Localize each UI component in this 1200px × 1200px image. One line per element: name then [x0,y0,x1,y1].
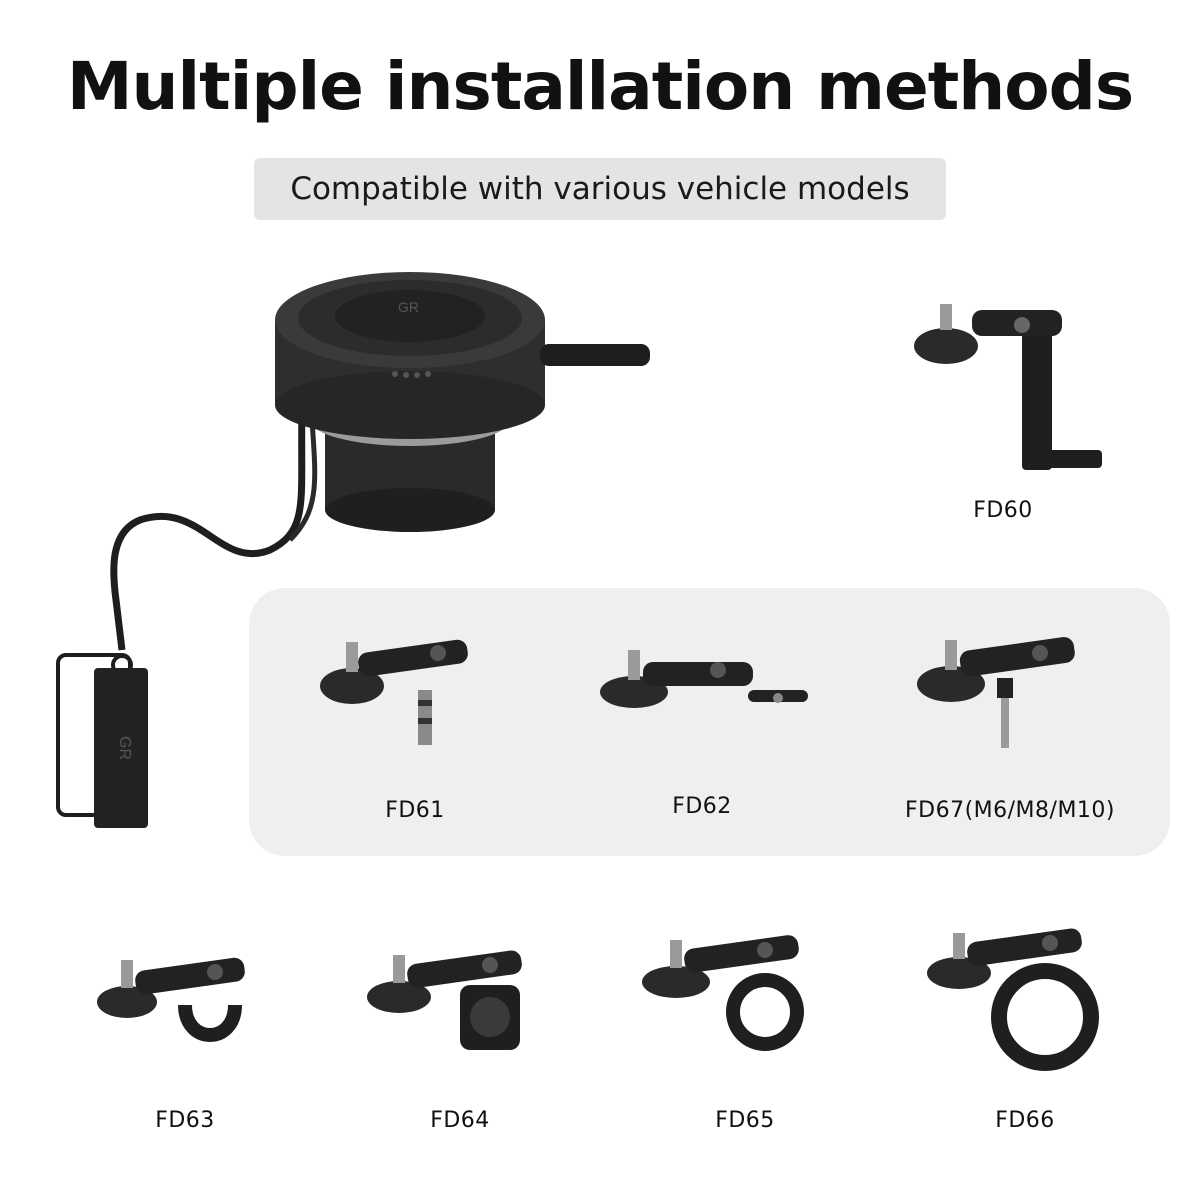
fd66-mount-image [927,928,1099,1071]
page-title: Multiple installation methods [66,48,1134,125]
fd61-mount-image [320,639,468,745]
model-label-fd64: FD64 [430,1108,490,1133]
model-label-fd67: FD67(M6/M8/M10) [904,798,1116,823]
fd67-mount-image [917,637,1075,748]
mount-options-panel [249,588,1170,856]
model-label-fd66: FD66 [995,1108,1055,1133]
svg-text:GR: GR [398,299,419,315]
model-label-fd62: FD62 [672,794,732,819]
subtitle-text: Compatible with various vehicle models [290,171,910,207]
model-label-fd65: FD65 [715,1108,775,1133]
model-label-fd60: FD60 [973,498,1033,523]
fd65-mount-image [642,935,804,1051]
fd60-mount-image [914,304,1102,470]
model-label-fd63: FD63 [155,1108,215,1133]
wireless-charger-mount-image: GR GR [56,272,650,828]
fd62-mount-image [600,650,808,708]
subtitle-badge: Compatible with various vehicle models [254,158,946,220]
fd63-mount-image [97,957,245,1042]
fd64-mount-image [367,950,522,1050]
svg-text:GR: GR [116,736,133,760]
model-label-fd61: FD61 [385,798,445,823]
